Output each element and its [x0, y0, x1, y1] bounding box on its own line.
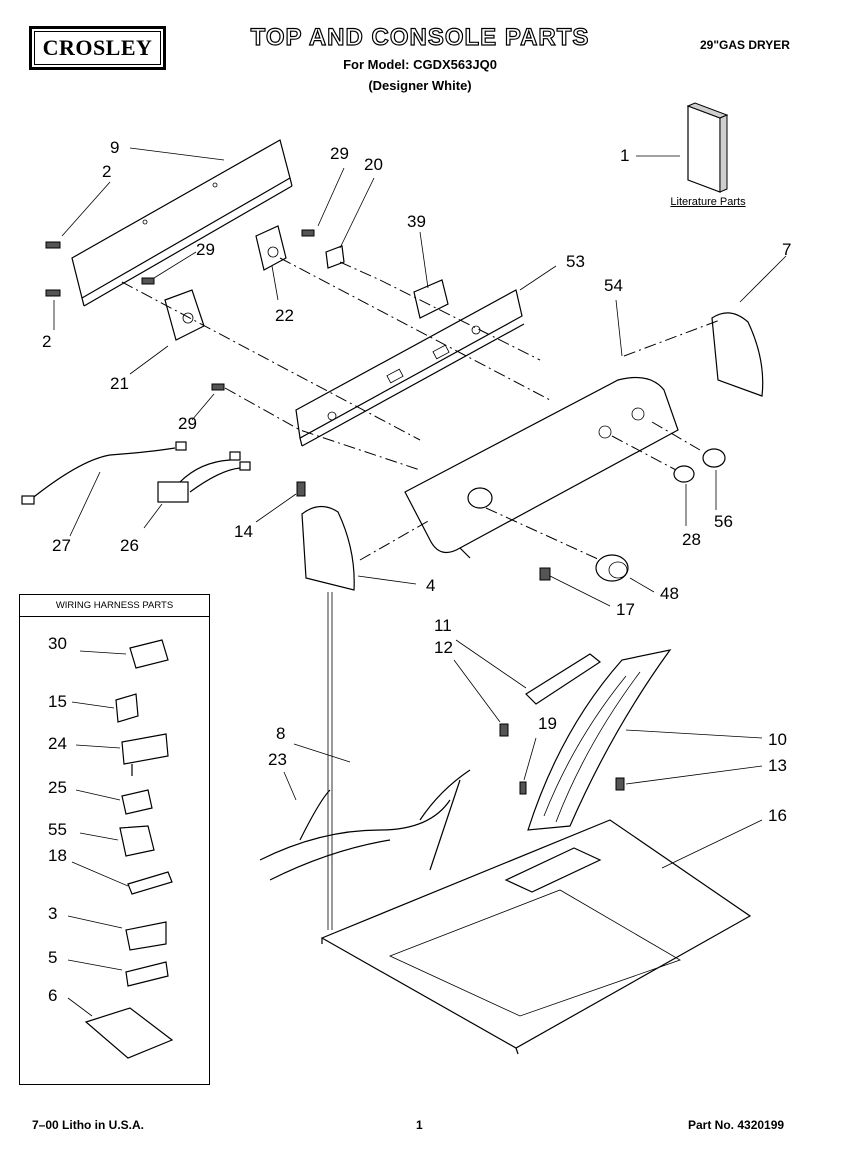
- leader-lines: [121, 257, 721, 930]
- callout-56: 56: [714, 512, 733, 531]
- callout-9: 9: [110, 138, 120, 157]
- knob-56: [702, 448, 726, 468]
- knob-hub: [467, 487, 493, 509]
- model-line: For Model: CGDX563JQ0: [343, 57, 497, 72]
- end-cap-left: [301, 505, 355, 591]
- filter-slot: [504, 847, 602, 893]
- lint-filter: [527, 649, 672, 831]
- harness-item-30: 30: [48, 634, 67, 653]
- callout-28: 28: [682, 530, 701, 549]
- callout-27: 27: [52, 536, 71, 555]
- callout-53: 53: [566, 252, 585, 271]
- callout-arrows: [53, 147, 787, 869]
- callout-10: 10: [768, 730, 787, 749]
- harness-item-18: 18: [48, 846, 67, 865]
- callout-22: 22: [275, 306, 294, 325]
- product-label: 29"GAS DRYER: [700, 38, 790, 52]
- crosley-logo: CROSLEY: [29, 26, 166, 70]
- footer-litho: 7–00 Litho in U.S.A.: [32, 1118, 145, 1132]
- brand-name: CROSLEY: [34, 31, 161, 65]
- wire-26: [157, 451, 251, 503]
- callout-1: 1: [620, 146, 630, 165]
- callout-14: 14: [234, 522, 253, 541]
- knob-48: [595, 554, 629, 582]
- callout-2-lower: 2: [42, 332, 52, 351]
- footer-page-number: 1: [416, 1118, 423, 1132]
- harness-item-5: 5: [48, 948, 58, 967]
- harness-item-6: 6: [48, 986, 58, 1005]
- timer-part-22: [255, 225, 287, 271]
- switch-part-39: [413, 279, 449, 319]
- callout-20: 20: [364, 155, 383, 174]
- callout-17: 17: [616, 600, 635, 619]
- harness-item-25: 25: [48, 778, 67, 797]
- callout-12: 12: [434, 638, 453, 657]
- screws: [45, 229, 625, 795]
- callout-7: 7: [782, 240, 792, 259]
- page-title: TOP AND CONSOLE PARTS: [250, 23, 590, 51]
- callout-13: 13: [768, 756, 787, 775]
- console-body: [404, 377, 679, 559]
- callout-29-c: 29: [178, 414, 197, 433]
- callout-11: 11: [434, 616, 452, 635]
- literature-parts-label: Literature Parts: [670, 196, 746, 208]
- knob-28: [673, 465, 695, 483]
- footer-part-number: Part No. 4320199: [688, 1118, 785, 1132]
- callout-29-a: 29: [196, 240, 215, 259]
- callout-23: 23: [268, 750, 287, 769]
- main-harness: [259, 769, 471, 881]
- harness-item-3: 3: [48, 904, 58, 923]
- callout-16: 16: [768, 806, 787, 825]
- callout-29-b: 29: [330, 144, 349, 163]
- harness-item-55: 55: [48, 820, 67, 839]
- callout-4: 4: [426, 576, 436, 595]
- callout-26: 26: [120, 536, 139, 555]
- top-cover: [320, 819, 752, 1055]
- callout-8: 8: [276, 724, 286, 743]
- rear-panel: [71, 139, 293, 307]
- callout-54: 54: [604, 276, 623, 295]
- literature-booklet: [686, 102, 729, 193]
- wiring-harness-title: WIRING HARNESS PARTS: [20, 595, 209, 617]
- wiring-harness-box: [19, 594, 210, 1085]
- designer-line: (Designer White): [368, 78, 472, 93]
- harness-item-24: 24: [48, 734, 67, 753]
- callout-21: 21: [110, 374, 129, 393]
- switch-part-20: [325, 245, 345, 269]
- lint-screen: [525, 653, 602, 705]
- callout-2-upper: 2: [102, 162, 112, 181]
- end-cap-right: [711, 312, 764, 397]
- wire-27: [21, 441, 187, 505]
- callout-39: 39: [407, 212, 426, 231]
- callout-19: 19: [538, 714, 557, 733]
- harness-sketches: [67, 639, 174, 1059]
- callout-48: 48: [660, 584, 679, 603]
- harness-item-15: 15: [48, 692, 67, 711]
- console-rail: [295, 289, 525, 447]
